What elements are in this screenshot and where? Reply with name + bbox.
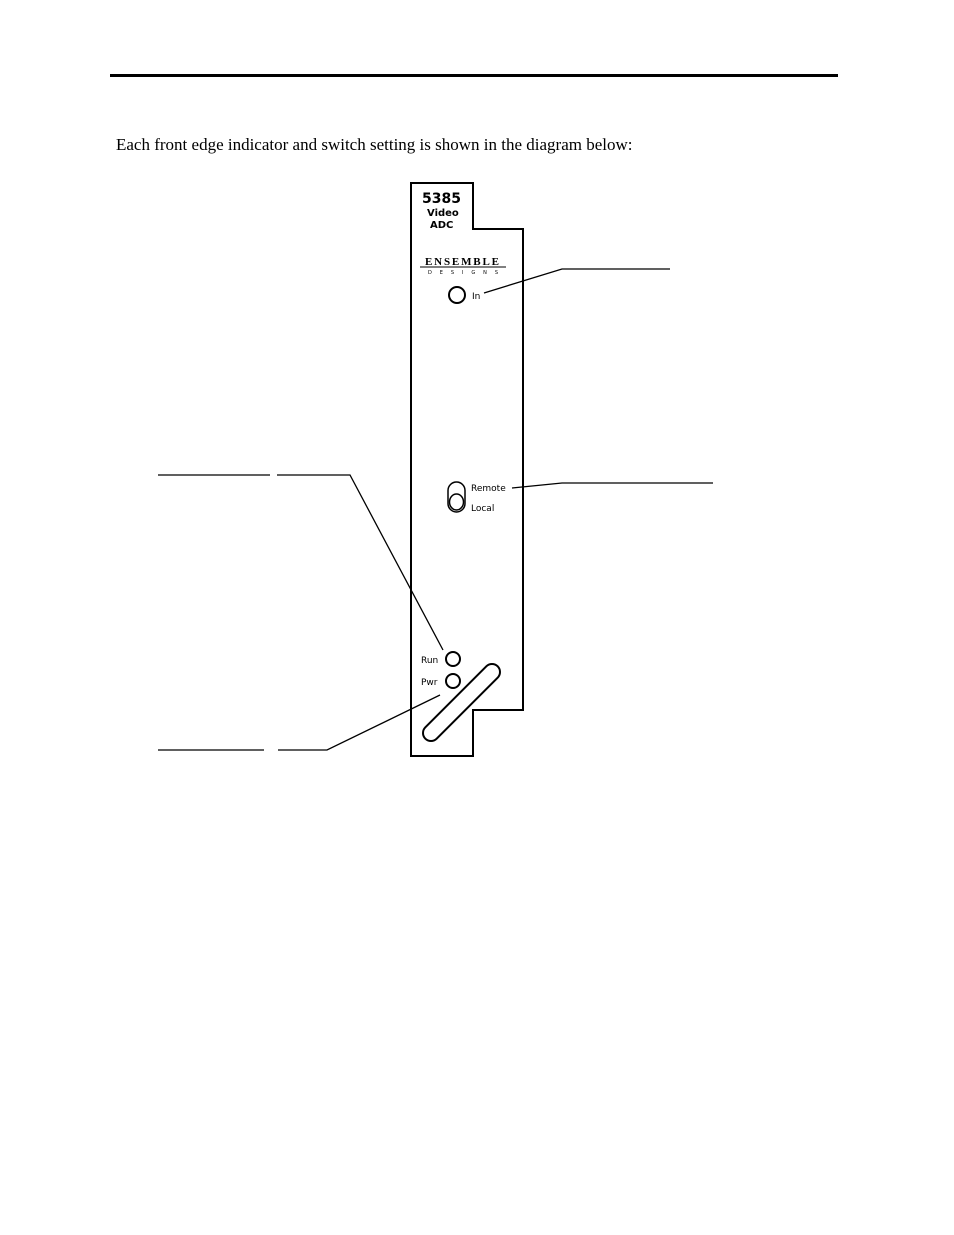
card-name-line1: Video [427, 208, 459, 219]
card-name-line2: ADC [430, 220, 453, 231]
in-label: In [472, 292, 480, 302]
switch-local-label: Local [471, 504, 494, 514]
run-led-icon [445, 651, 461, 667]
brand-name: Ensemble [425, 256, 499, 268]
run-label: Run [421, 656, 438, 666]
callout-pwr [278, 694, 441, 751]
pwr-led-icon [445, 673, 461, 689]
callout-run [277, 474, 444, 651]
callout-remote [511, 482, 713, 489]
callout-lines [158, 268, 713, 751]
switch-remote-label: Remote [471, 484, 506, 494]
pwr-label: Pwr [421, 678, 438, 688]
callout-in [483, 268, 670, 294]
card-outline [410, 182, 524, 757]
header-rule [110, 74, 838, 77]
brand-sub: D E S I G N S [428, 270, 498, 276]
ensemble-logo: Ensemble D E S I G N S [420, 256, 506, 276]
model-number: 5385 [422, 191, 461, 207]
intro-text: Each front edge indicator and switch set… [116, 135, 633, 154]
ejector-handle-icon [422, 663, 501, 742]
remote-local-switch-icon [447, 481, 466, 513]
in-led-icon [448, 286, 466, 304]
